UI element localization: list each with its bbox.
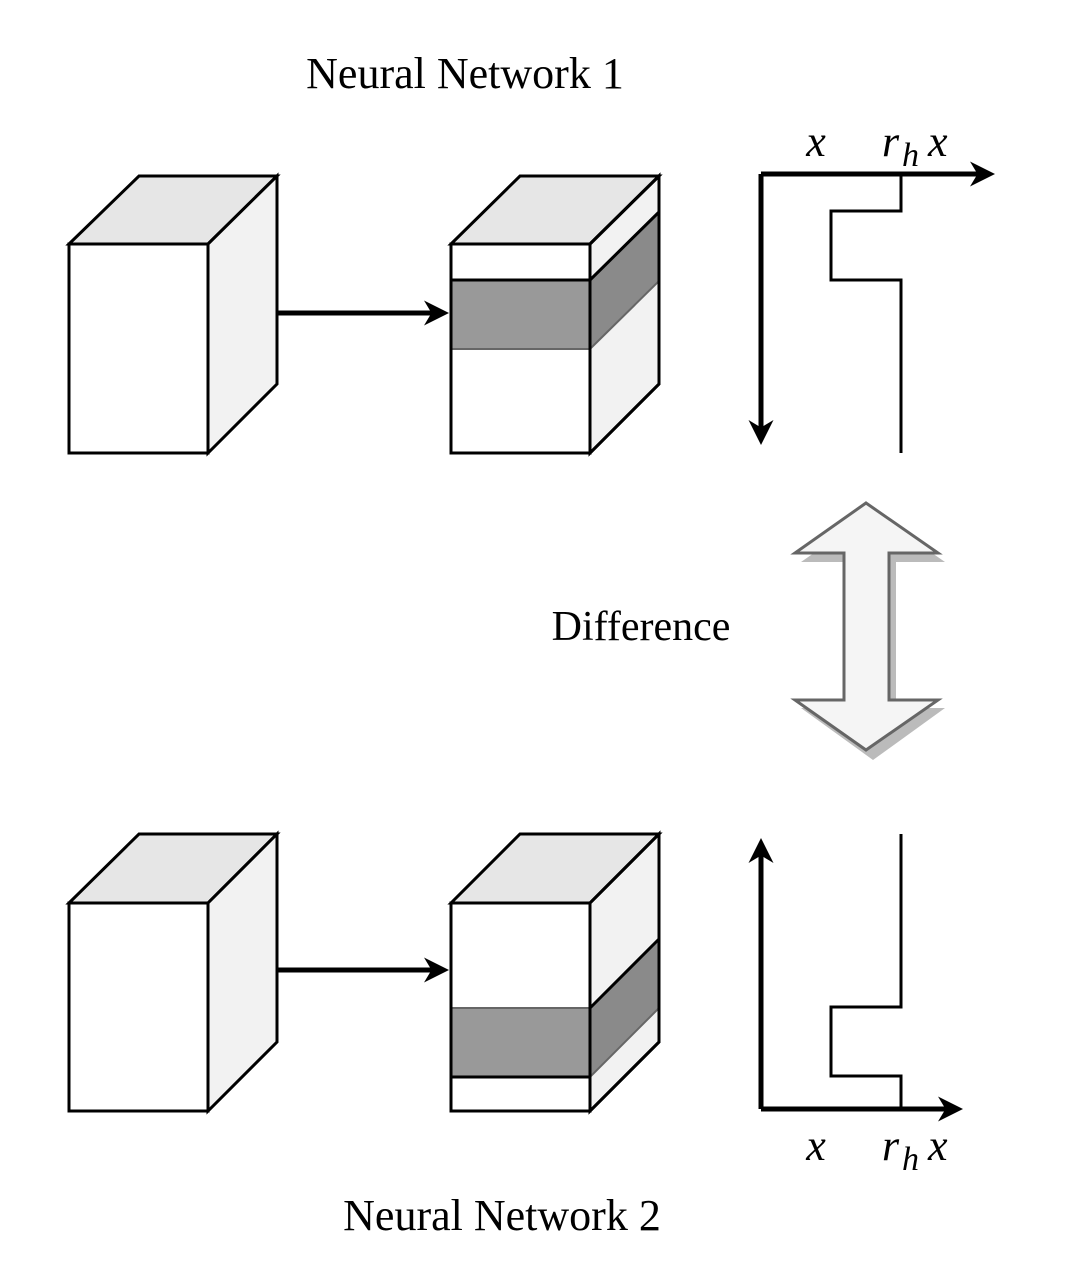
network1-output-cube bbox=[447, 172, 663, 457]
activation-profile-line bbox=[829, 174, 903, 453]
double-arrow-icon bbox=[790, 501, 943, 752]
difference-double-arrow bbox=[790, 501, 945, 760]
network2-activation-plot: x r h x bbox=[748, 834, 963, 1178]
axis-tick-x: x bbox=[805, 117, 826, 166]
axis-tick-r-subscript: h bbox=[902, 1141, 919, 1178]
network2-title: Neural Network 2 bbox=[343, 1191, 661, 1240]
difference-label: Difference bbox=[552, 604, 731, 650]
network1-title: Neural Network 1 bbox=[306, 49, 624, 98]
network1-activation-plot: x r h x bbox=[748, 117, 995, 453]
highlight-band-front bbox=[450, 1007, 591, 1078]
network1-input-cube bbox=[65, 172, 281, 457]
axis-tick-r-subscript: h bbox=[902, 137, 919, 174]
activation-profile-line bbox=[829, 834, 903, 1109]
cube-front-face bbox=[67, 901, 210, 1113]
axis-tick-x2: x bbox=[927, 1121, 948, 1170]
axis-tick-x: x bbox=[805, 1121, 826, 1170]
axis-tick-r: r bbox=[882, 117, 900, 166]
axis-tick-r: r bbox=[882, 1121, 900, 1170]
highlight-band-front bbox=[450, 279, 591, 350]
axis-tick-x2: x bbox=[927, 117, 948, 166]
network2-output-cube bbox=[447, 830, 663, 1115]
network2-input-cube bbox=[65, 830, 281, 1115]
cube-front-face bbox=[67, 242, 210, 455]
